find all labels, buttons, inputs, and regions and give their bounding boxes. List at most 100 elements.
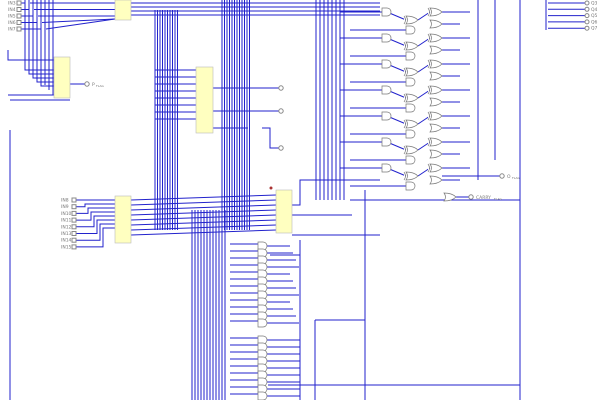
input-pin-in8[interactable]: IN8: [61, 197, 77, 204]
or-gate[interactable]: [429, 7, 443, 17]
and-gate[interactable]: [381, 33, 392, 43]
output-pin-icon[interactable]: [584, 25, 590, 31]
input-label: IN14: [61, 238, 72, 244]
or-gate[interactable]: [405, 93, 419, 103]
and-gate[interactable]: [405, 129, 416, 139]
or-gate[interactable]: [429, 19, 443, 29]
or-gate[interactable]: [429, 71, 443, 81]
and-gate[interactable]: [257, 318, 268, 328]
input-toggle-icon[interactable]: [71, 231, 77, 236]
input-toggle-icon[interactable]: [71, 204, 77, 210]
or-gate[interactable]: [405, 145, 419, 155]
or-gate[interactable]: [405, 41, 419, 51]
input-toggle-icon[interactable]: [71, 217, 77, 223]
and-gate[interactable]: [381, 59, 392, 69]
output-pin-icon[interactable]: [468, 194, 474, 200]
input-toggle-icon[interactable]: [71, 244, 77, 250]
input-pin-in5[interactable]: IN5: [8, 13, 22, 20]
wire: [76, 215, 115, 228]
input-toggle-icon[interactable]: [71, 237, 77, 243]
input-pin-in14[interactable]: IN14: [61, 237, 77, 244]
or-gate[interactable]: [429, 97, 443, 107]
output-pin-icon[interactable]: [584, 19, 590, 25]
or-gate[interactable]: [429, 85, 443, 95]
output-pin-icon[interactable]: [584, 0, 590, 6]
and-gate[interactable]: [257, 391, 268, 400]
and-gate[interactable]: [381, 111, 392, 121]
register-chip-top[interactable]: [114, 0, 132, 21]
input-label: IN15: [61, 244, 72, 250]
output-pin-q7[interactable]: Q7: [584, 25, 598, 32]
and-gate[interactable]: [405, 77, 416, 87]
register-chip-bottom[interactable]: [114, 195, 132, 244]
or-gate[interactable]: [429, 111, 443, 121]
input-toggle-icon[interactable]: [71, 210, 77, 216]
output-pin-q5[interactable]: Q5: [584, 13, 598, 19]
output-pin-q6[interactable]: Q6: [584, 19, 598, 25]
or-gate[interactable]: [429, 59, 443, 69]
and-gate[interactable]: [405, 51, 416, 61]
input-toggle-icon[interactable]: [71, 224, 77, 230]
or-gate[interactable]: [405, 119, 419, 129]
output-pin-icon[interactable]: [278, 145, 284, 151]
and-gate[interactable]: [405, 155, 416, 165]
and-gate[interactable]: [381, 85, 392, 95]
and-gate[interactable]: [405, 181, 416, 191]
chips: [53, 0, 293, 244]
or-gate[interactable]: [443, 192, 457, 202]
input-toggle-icon[interactable]: [16, 7, 22, 12]
output-pin-icon[interactable]: [584, 6, 590, 12]
output-pin-icon[interactable]: [584, 13, 590, 19]
or-gate[interactable]: [429, 163, 443, 173]
output-pin-icon[interactable]: [84, 81, 90, 87]
input-pin-in15[interactable]: IN15: [61, 244, 77, 250]
input-pin-in11[interactable]: IN11: [61, 217, 77, 224]
output-pin-icon[interactable]: [278, 85, 284, 91]
and-gate[interactable]: [381, 163, 392, 173]
output-pin-q3[interactable]: Q3: [584, 0, 598, 7]
and-gate[interactable]: [381, 137, 392, 147]
or-gate[interactable]: [429, 137, 443, 147]
or-gate[interactable]: [429, 149, 443, 159]
output-pin-q4[interactable]: Q4: [584, 6, 598, 13]
and-gate[interactable]: [405, 103, 416, 113]
or-gate[interactable]: [429, 33, 443, 43]
and-gate[interactable]: [381, 7, 392, 17]
or-gate[interactable]: [405, 15, 419, 25]
carry-flag-output[interactable]: CARRY FLAG: [468, 194, 503, 201]
input-pin-in4[interactable]: IN4: [8, 7, 22, 13]
xor-gate-mark: [403, 171, 406, 181]
output-pin-icon[interactable]: [499, 173, 505, 179]
output-label: Q6: [591, 19, 598, 25]
input-pin-in12[interactable]: IN12: [61, 224, 77, 230]
input-pin-in9[interactable]: IN9: [61, 204, 77, 210]
output-pin-icon[interactable]: [278, 108, 284, 114]
input-pin-in10[interactable]: IN10: [61, 210, 77, 217]
alu-chip[interactable]: [195, 66, 214, 134]
parity-flag-output[interactable]: P FLAG: [84, 81, 105, 88]
or-gate[interactable]: [405, 171, 419, 181]
input-toggle-icon[interactable]: [16, 13, 22, 19]
or-gate[interactable]: [429, 175, 443, 185]
logic-gates: [257, 7, 457, 400]
input-pin-in3[interactable]: IN3: [8, 0, 22, 7]
input-toggle-icon[interactable]: [71, 197, 77, 203]
parity-chip[interactable]: [53, 56, 71, 99]
xor-gate-mark: [427, 85, 430, 95]
input-pin-in6[interactable]: IN6: [8, 20, 22, 26]
overflow-flag-output[interactable]: O FLAG: [499, 173, 521, 180]
or-gate[interactable]: [429, 45, 443, 55]
input-pin-in7[interactable]: IN7: [8, 26, 22, 33]
input-toggle-icon[interactable]: [16, 0, 22, 6]
input-toggle-icon[interactable]: [16, 20, 22, 25]
input-toggle-icon[interactable]: [16, 26, 22, 32]
input-label: IN12: [61, 224, 72, 230]
mux-chip[interactable]: [275, 189, 293, 234]
or-gate[interactable]: [405, 67, 419, 77]
or-gate[interactable]: [429, 123, 443, 133]
input-pin-in13[interactable]: IN13: [61, 231, 77, 237]
and-gate[interactable]: [405, 25, 416, 35]
